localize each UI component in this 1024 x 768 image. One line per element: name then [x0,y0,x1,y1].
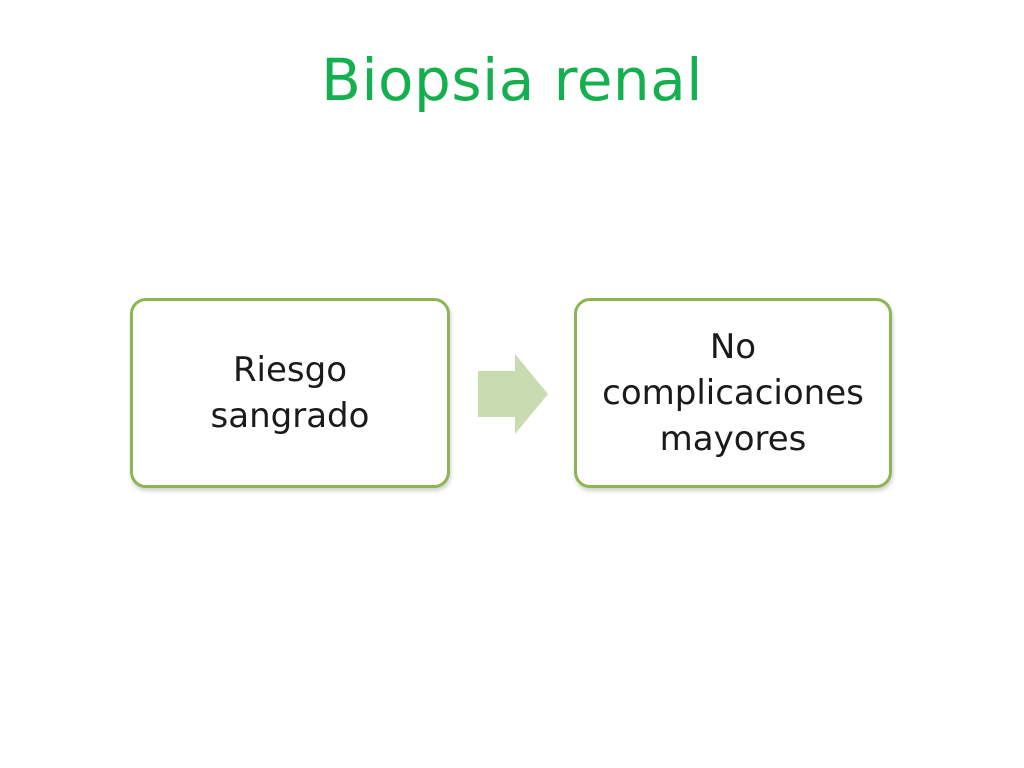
right-arrow-shape [478,354,548,434]
slide-title: Biopsia renal [321,46,703,114]
process-step-outcome: No complicaciones mayores [574,298,892,488]
process-step-outcome-label: No complicaciones mayores [602,327,864,459]
process-step-risk: Riesgo sangrado [130,298,450,488]
process-step-risk-label: Riesgo sangrado [210,350,370,436]
right-arrow-icon [478,354,548,434]
